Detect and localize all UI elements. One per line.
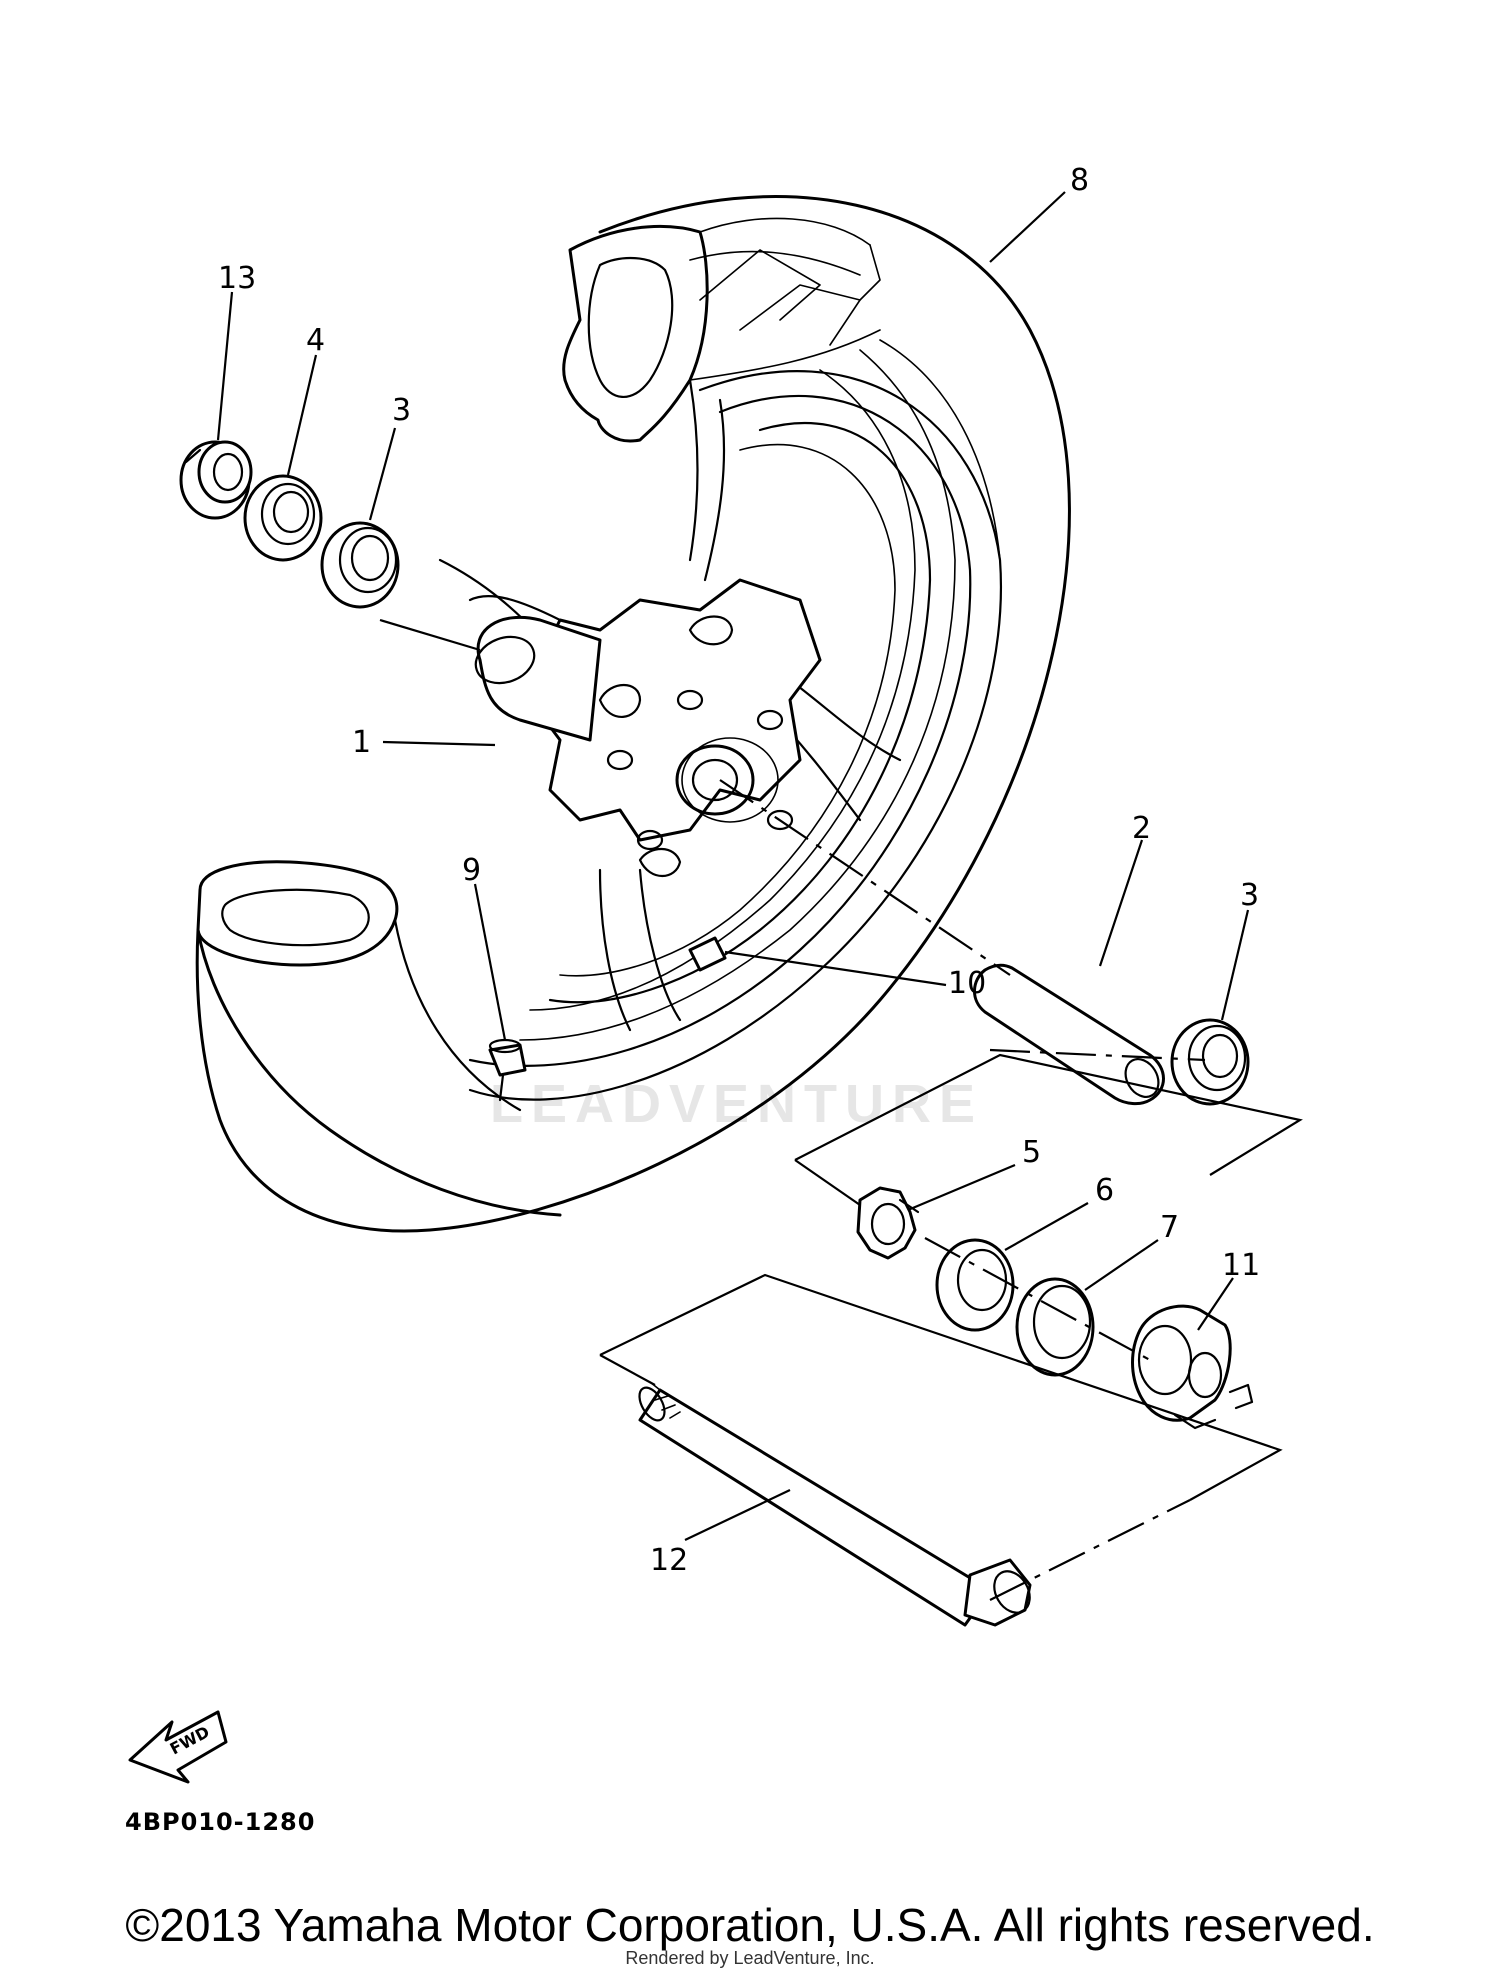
cast-wheel xyxy=(438,378,932,1102)
bearing-upper xyxy=(320,521,400,609)
callout-1: 1 xyxy=(352,725,371,760)
callout-13: 13 xyxy=(218,261,256,296)
callout-3-lower: 3 xyxy=(1240,878,1259,913)
part-number: 4BP010-1280 xyxy=(125,1808,315,1836)
callout-5: 5 xyxy=(1022,1135,1041,1170)
callout-10: 10 xyxy=(948,966,986,1001)
callout-2: 2 xyxy=(1132,811,1151,846)
callout-4: 4 xyxy=(306,323,325,358)
spacer xyxy=(973,963,1165,1106)
callout-12: 12 xyxy=(650,1543,688,1578)
callout-3-upper: 3 xyxy=(392,393,411,428)
axle xyxy=(638,1381,1032,1627)
tire xyxy=(195,195,1071,1233)
collar xyxy=(179,440,253,520)
callout-11: 11 xyxy=(1222,1248,1260,1283)
ring xyxy=(1015,1277,1095,1377)
bearing-lower xyxy=(1170,1018,1250,1106)
rendered-by-notice: Rendered by LeadVenture, Inc. xyxy=(625,1948,875,1968)
copyright-notice: ©2013 Yamaha Motor Corporation, U.S.A. A… xyxy=(125,1899,1375,1951)
gear-unit-retainer xyxy=(856,1186,920,1260)
leader-lines xyxy=(216,191,1250,1541)
watermark: LEADVENTURE xyxy=(490,1074,983,1134)
callout-6: 6 xyxy=(1095,1173,1114,1208)
callout-9: 9 xyxy=(462,853,481,888)
seal-ring xyxy=(935,1238,1015,1332)
callout-8: 8 xyxy=(1070,163,1089,198)
assembly-guides xyxy=(379,618,1303,1601)
callout-7: 7 xyxy=(1160,1210,1179,1245)
oil-seal xyxy=(243,474,323,562)
meter-gear-unit xyxy=(1131,1304,1254,1430)
callout-labels: 1 2 3 3 4 5 6 7 8 9 10 11 12 13 xyxy=(218,163,1260,1578)
forward-arrow-icon: FWD xyxy=(128,1710,228,1784)
